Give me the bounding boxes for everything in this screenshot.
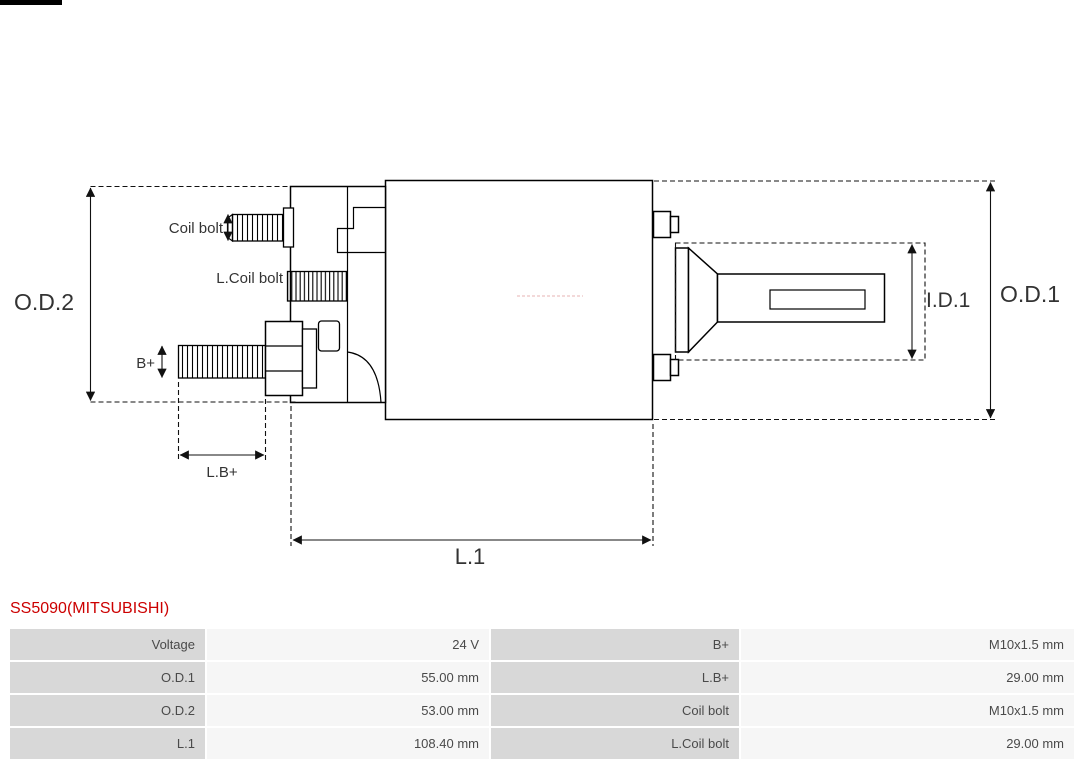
label-l1: L.1 xyxy=(455,544,486,569)
spec-label-cell: L.1 xyxy=(10,728,205,759)
spec-value-cell: 24 V xyxy=(207,629,489,660)
label-od2: O.D.2 xyxy=(14,289,74,315)
dimension-od1: O.D.1 xyxy=(654,180,1060,421)
coil-bolt-stud xyxy=(226,207,295,248)
solenoid-technical-drawing: O.D.2 O.D.1 I.D.1 Coil bolt L.Coil bolt … xyxy=(14,179,1060,569)
corner-artifact-bar xyxy=(0,0,62,5)
b-plus-stud xyxy=(177,320,341,397)
table-row: Voltage 24 V B+ M10x1.5 mm xyxy=(10,629,1074,660)
dimension-b-plus: B+ xyxy=(136,345,167,378)
label-l-b-plus: L.B+ xyxy=(206,464,238,481)
dimension-od2: O.D.2 xyxy=(14,185,298,403)
table-row: O.D.1 55.00 mm L.B+ 29.00 mm xyxy=(10,662,1074,693)
spec-table: Voltage 24 V B+ M10x1.5 mm O.D.1 55.00 m… xyxy=(8,627,1076,761)
spec-value-cell: 55.00 mm xyxy=(207,662,489,693)
label-b-plus: B+ xyxy=(136,355,155,372)
label-id1: I.D.1 xyxy=(926,289,970,312)
spec-label-cell: L.B+ xyxy=(491,662,739,693)
label-od1: O.D.1 xyxy=(1000,281,1060,307)
spec-label-cell: O.D.2 xyxy=(10,695,205,726)
rear-terminals xyxy=(652,210,680,382)
spec-value-cell: 108.40 mm xyxy=(207,728,489,759)
spec-label-cell: Voltage xyxy=(10,629,205,660)
dimension-coil-bolt: Coil bolt xyxy=(169,214,233,241)
spec-label-cell: Coil bolt xyxy=(491,695,739,726)
spec-value-cell: M10x1.5 mm xyxy=(741,629,1074,660)
spec-label-cell: B+ xyxy=(491,629,739,660)
spec-value-cell: 53.00 mm xyxy=(207,695,489,726)
spec-value-cell: 29.00 mm xyxy=(741,728,1074,759)
spec-value-cell: 29.00 mm xyxy=(741,662,1074,693)
label-l-coil-bolt: L.Coil bolt xyxy=(216,270,284,287)
dimension-l1: L.1 xyxy=(290,406,654,569)
dimension-id1: I.D.1 xyxy=(674,242,970,361)
coil-bolt-thread-block xyxy=(286,270,348,302)
product-title: SS5090(MITSUBISHI) xyxy=(10,600,170,617)
plunger-shaft xyxy=(674,246,886,354)
spec-label-cell: L.Coil bolt xyxy=(491,728,739,759)
label-coil-bolt: Coil bolt xyxy=(169,220,224,237)
table-row: O.D.2 53.00 mm Coil bolt M10x1.5 mm xyxy=(10,695,1074,726)
table-row: L.1 108.40 mm L.Coil bolt 29.00 mm xyxy=(10,728,1074,759)
dimension-l-b-plus: L.B+ xyxy=(177,382,267,481)
solenoid-body xyxy=(384,179,654,421)
spec-value-cell: M10x1.5 mm xyxy=(741,695,1074,726)
spec-label-cell: O.D.1 xyxy=(10,662,205,693)
